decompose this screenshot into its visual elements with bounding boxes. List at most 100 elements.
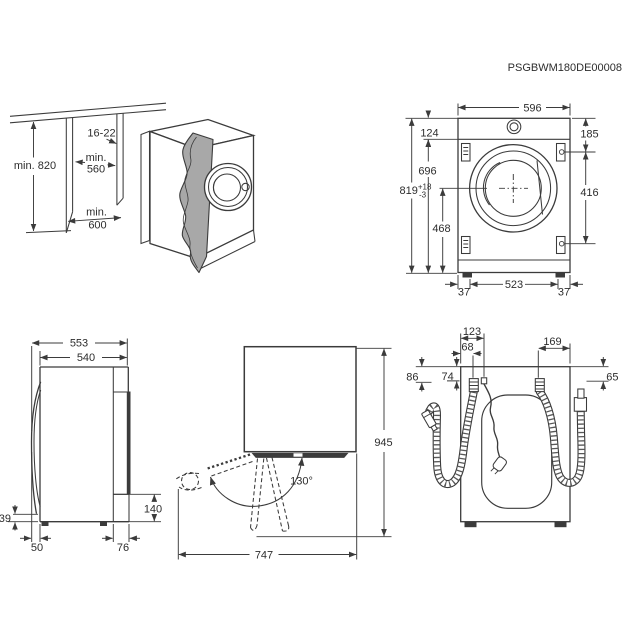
inlet-hose [534,378,588,487]
front-foot-right [555,272,565,278]
rear-hose-cover [126,392,131,495]
dim-185: 185 [580,118,599,152]
dim-945: 945 [374,348,393,537]
part-code-label: PSGBWM180DE00008 [508,62,622,74]
door-swing-dashed [175,453,290,532]
dim-39: 39 [0,505,18,531]
bracket-offset-label: 185 [580,129,598,141]
dim-169: 169 [538,336,570,352]
countertop-bottom-line [9,109,167,124]
dim-540: 540 [40,352,127,364]
depth-door-label: 553 [70,338,88,350]
rear-view-diagram: 123 68 169 86 74 65 [406,326,619,528]
door-bulge-outer [30,381,42,514]
top-view-diagram: 130° 945 747 [175,345,393,562]
rear-foot-left [464,521,477,528]
dim-width-596: 596 [458,102,570,114]
front-gap-label: 39 [0,513,11,525]
drain-hose-end-cap [421,409,438,432]
power-plug [490,456,507,475]
cable-offset-label: 123 [463,326,481,338]
dim-68: 68 [451,342,482,357]
min-width-prefix: min. [86,152,107,164]
side-view-diagram: 553 540 140 39 50 76 [0,338,162,555]
dim-50: 50 [20,535,51,554]
dim-panel-thickness: 16-22 [87,128,117,145]
door-bulge-inner [33,389,42,507]
door-outer-3d [203,162,253,212]
dim-74: 74 [442,357,460,391]
recess-height-label: 140 [144,504,162,516]
dim-123: 123 [460,326,484,342]
dim-65: 65 [600,357,619,391]
inlet-hose-connector-top [577,388,585,399]
height-open-label: 945 [374,437,392,449]
rear-foot-right [554,521,567,528]
dim-696: 696 [418,139,437,273]
foot-margin-right-label: 37 [558,287,570,299]
door-angle-label: 130° [290,476,313,488]
top-port-outer [506,119,522,135]
rear-extension-lines [415,333,609,383]
min-height-label: min. 820 [14,160,56,172]
top-view-body [243,345,357,453]
min-width-label: 560 [87,164,105,176]
hinge-brackets [460,142,566,255]
decor-panel-cut-band [179,132,214,274]
power-cable [480,377,507,475]
front-extension-lines [405,103,596,289]
side-foot-front [41,521,49,526]
min-depth-prefix: min. [86,207,107,219]
dim-min-depth: min. 600 [67,207,122,232]
drum-arc-3d [212,177,218,197]
dim-468: 468 [432,188,451,273]
drain-top-gap-label: 86 [406,371,418,383]
countertop-top-line [9,102,167,117]
min-depth-label: 600 [88,220,106,232]
drum-center-label: 468 [432,223,450,235]
top-port-inner [509,122,519,132]
bracket-span-label: 416 [580,187,598,199]
door-handle-3d [241,182,250,192]
dim-747: 747 [178,550,357,562]
drain-offset-label: 68 [461,342,473,354]
inlet-hose-connector [573,397,588,412]
swing-arc [209,457,305,507]
dim-416: 416 [580,152,599,244]
niche-diagram: min. 820 16-22 min. 560 min. 600 [9,102,256,274]
rear-recess [113,493,130,522]
cut-band-inner-line [182,136,198,269]
inlet-top-gap-label: 65 [606,371,618,383]
dim-min-width: min. 560 [75,152,116,176]
door-ring-3d [207,166,249,208]
body-height-label: 696 [418,166,436,178]
top-view-extension-lines [177,347,392,560]
depth-body-label: 540 [77,352,95,364]
door-center-crosshair [499,174,528,203]
hose-top-gap-label: 74 [442,371,454,383]
depth-open-label: 747 [255,550,273,562]
side-body [30,366,131,526]
foot-spacing-label: 523 [505,279,523,291]
width-label: 596 [523,102,541,114]
side-extension-lines [8,338,161,542]
door-handle-notch [293,453,303,457]
rear-offset-label: 76 [117,542,129,554]
dim-86: 86 [406,357,425,392]
foot-margin-left-label: 37 [458,287,470,299]
dim-76: 76 [102,535,140,554]
front-body [457,117,571,274]
dim-feet-row: 37 523 37 [445,279,583,299]
front-foot-left [462,272,472,278]
side-foot-rear [100,521,107,526]
cable-entry [480,377,488,385]
inlet-offset-label: 169 [543,336,561,348]
dim-min-height: min. 820 [14,121,72,234]
dim-124: 124 [420,110,439,148]
rear-panel-sliver [140,130,151,245]
machine-3d-view [140,118,256,274]
drain-hose [421,378,479,489]
top-offset-label: 124 [420,128,438,140]
